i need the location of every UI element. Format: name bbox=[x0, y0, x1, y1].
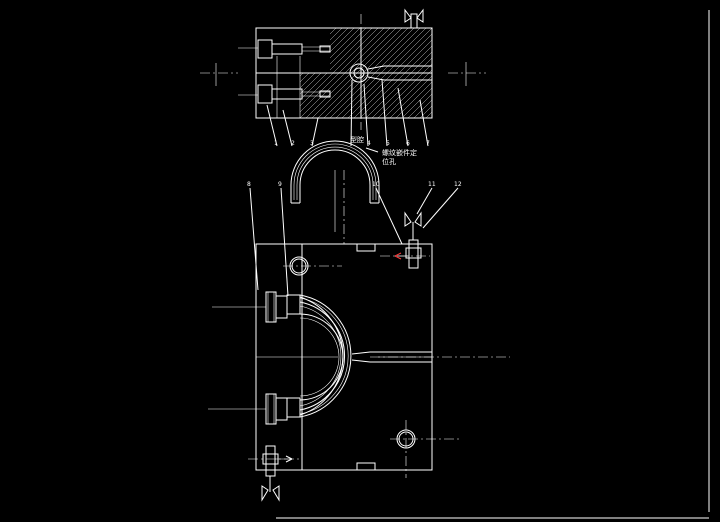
callout-5: 5 bbox=[386, 140, 390, 147]
insert-pin-lower-tip bbox=[319, 90, 331, 98]
hatch-line bbox=[510, 28, 600, 118]
hatch-line bbox=[413, 28, 432, 118]
hatch-line bbox=[401, 28, 432, 118]
hatch-line bbox=[474, 28, 564, 118]
top-callout-leaders bbox=[266, 79, 429, 153]
note-insert-line2: 位孔 bbox=[382, 157, 396, 166]
bottom-plan-view: 8 9 10 11 12 bbox=[208, 170, 510, 502]
hatch-line bbox=[504, 28, 594, 118]
hatch-line bbox=[407, 28, 432, 118]
sprue-bore-inner bbox=[353, 67, 365, 79]
hatch-line bbox=[431, 28, 432, 118]
insert-pin-left-lower bbox=[265, 393, 288, 425]
callout-10: 10 bbox=[372, 181, 380, 188]
hatch-line bbox=[498, 28, 588, 118]
hatch-line bbox=[389, 28, 432, 118]
clamp-screw-bottom-left bbox=[248, 445, 300, 502]
hatch-line bbox=[419, 28, 432, 118]
callout-8: 8 bbox=[247, 181, 251, 188]
callout-4: 4 bbox=[367, 140, 371, 147]
insert-pin-upper bbox=[271, 43, 303, 55]
wing-nut-top-icon bbox=[404, 8, 424, 29]
hatch-line bbox=[480, 28, 570, 118]
callout-2: 2 bbox=[291, 140, 295, 147]
callout-1: 1 bbox=[274, 140, 278, 147]
hatch-line bbox=[468, 28, 558, 118]
note-cavity: 型腔 bbox=[350, 135, 364, 144]
insert-pin-lower bbox=[271, 88, 303, 100]
runner-channel bbox=[367, 65, 432, 81]
hatch-line bbox=[450, 28, 540, 118]
hatch-line bbox=[492, 28, 582, 118]
callout-6: 6 bbox=[406, 140, 410, 147]
hatch-line bbox=[486, 28, 576, 118]
insert-pin-upper-tip bbox=[319, 45, 331, 53]
callout-9: 9 bbox=[278, 181, 282, 188]
insert-pocket-upper bbox=[257, 39, 273, 59]
callout-12: 12 bbox=[454, 181, 462, 188]
u-shaped-part bbox=[290, 140, 380, 232]
insert-pocket-lower bbox=[257, 84, 273, 104]
hatch-line bbox=[516, 28, 606, 118]
notch-top bbox=[356, 243, 376, 252]
insert-pin-left-upper bbox=[265, 291, 288, 323]
notch-bottom bbox=[356, 462, 376, 471]
callout-11: 11 bbox=[428, 181, 436, 188]
sprue-bore-outer bbox=[349, 63, 369, 83]
bottom-callout-leaders bbox=[249, 187, 459, 297]
top-section-view: 1 2 3 4 5 6 7 型腔 螺纹嵌件定 位孔 bbox=[200, 8, 606, 166]
hatch-line bbox=[395, 28, 432, 118]
callout-7: 7 bbox=[426, 140, 430, 147]
clamp-screw-top-right bbox=[380, 211, 430, 269]
callout-3: 3 bbox=[310, 140, 314, 147]
note-insert-line1: 螺纹嵌件定 bbox=[382, 148, 417, 157]
u-cavity bbox=[286, 294, 352, 418]
runner-gate bbox=[351, 351, 432, 363]
